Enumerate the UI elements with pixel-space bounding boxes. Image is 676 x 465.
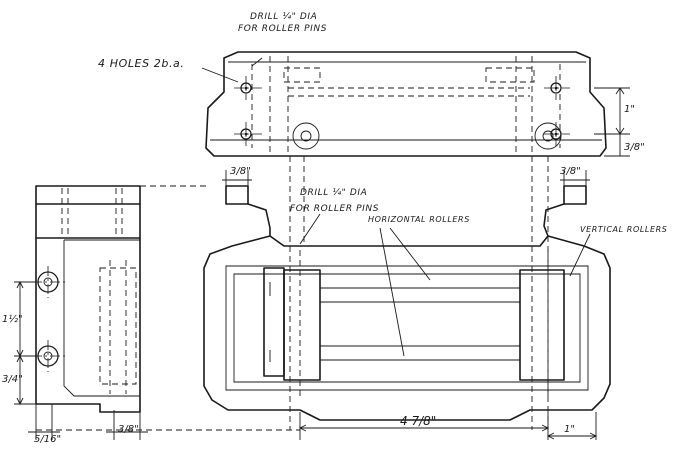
side-view [14,185,148,440]
dim-top-right-height: 1" [624,104,635,115]
dim-roller-end: 1" [564,424,575,435]
drill-note-mid-line2: FOR ROLLER PINS [290,204,380,214]
holes-note: 4 HOLES 2b.a. [98,57,185,70]
front-view [203,170,611,440]
dim-side-5-16: 5/16" [34,434,62,445]
horizontal-rollers-label: HORIZONTAL ROLLERS [368,215,470,224]
dim-top-right-base: 3/8" [624,142,645,153]
projection-lines [289,156,549,430]
drill-note-mid-line1: DRILL ¼" DIA [300,188,368,198]
dim-overall-length: 4 7/8" [400,414,437,428]
top-view [201,51,630,157]
vertical-rollers-label: VERTICAL ROLLERS [580,225,668,234]
drill-note-top-line1: DRILL ¼" DIA [250,12,318,22]
projection-lines-side [36,185,300,431]
dim-lug-right: 3/8" [560,166,581,177]
dim-lug-left: 3/8" [230,166,251,177]
dim-side-3-8: 3/8" [118,424,139,435]
dim-side-3-4: 3/4" [2,374,23,385]
dim-side-1-5: 1½" [2,314,23,325]
drill-note-top-line2: FOR ROLLER PINS [238,24,328,34]
